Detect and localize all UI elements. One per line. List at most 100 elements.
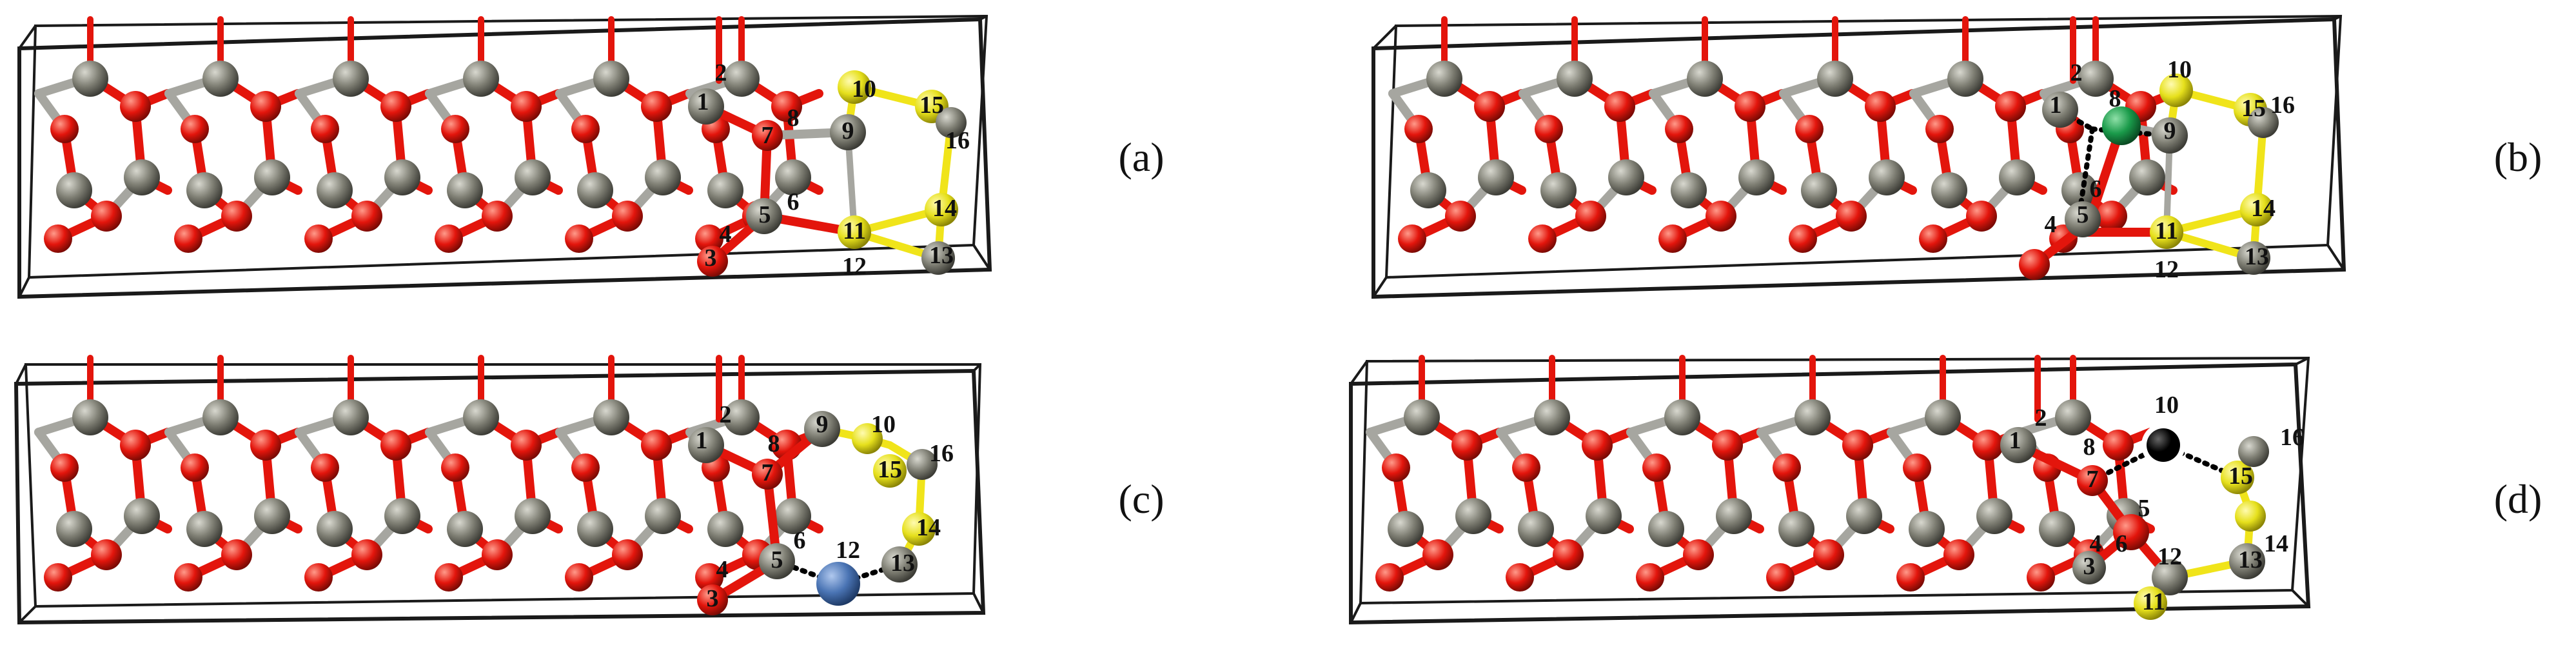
carbon-atom [921, 241, 955, 275]
unit-cell-edge [972, 593, 985, 613]
oxygen-atom [380, 430, 411, 461]
oxygen-atom [2027, 563, 2055, 592]
unit-cell-edge [1372, 276, 1388, 298]
unit-cell-edge [18, 605, 37, 624]
oxygen-atom [351, 201, 382, 232]
oxygen-atom [1766, 563, 1794, 592]
atom-label-4: 4 [720, 221, 732, 248]
oxygen-atom [1842, 430, 1873, 461]
atom-label-15: 15 [2241, 95, 2266, 122]
oxygen-atom [641, 91, 672, 122]
oxygen-atom [1896, 563, 1925, 592]
oxygen-atom [1445, 201, 1476, 232]
atom-label-12: 12 [842, 253, 867, 280]
carbon-atom [124, 159, 160, 195]
oxygen-atom [441, 453, 469, 482]
oxygen-atom [1966, 201, 1997, 232]
oxygen-atom [1795, 115, 1824, 143]
carbon-atom [1909, 511, 1945, 547]
oxygen-atom [1512, 453, 1540, 482]
oxygen-atom [1706, 201, 1736, 232]
atom-label-3: 3 [705, 244, 717, 272]
oxygen-atom [1943, 539, 1974, 570]
atom-label-5: 5 [771, 546, 783, 573]
atom-label-11: 11 [843, 217, 866, 244]
oxygen-atom [50, 115, 79, 143]
sulfur-atom [852, 423, 883, 454]
sulfur-atom [902, 512, 936, 546]
oxygen-atom [1528, 224, 1557, 253]
atom-label-14: 14 [2251, 195, 2276, 222]
unit-cell-edge [1350, 360, 1368, 385]
oxygen-atom [511, 91, 542, 122]
atom-label-2: 2 [715, 59, 727, 86]
carbon-atom [688, 427, 724, 463]
atom-label-12: 12 [2154, 256, 2179, 283]
unit-cell-edge [18, 277, 30, 297]
carbon-atom [936, 107, 967, 138]
carbon-atom [254, 498, 290, 534]
carbon-atom [1817, 61, 1853, 97]
oxygen-atom [1422, 539, 1453, 570]
atom-label-6: 6 [794, 527, 806, 554]
sulfur-atom [838, 215, 871, 249]
unit-cell-edge [18, 25, 37, 50]
oxygen-atom [174, 563, 202, 592]
atom-label-9: 9 [2164, 117, 2176, 144]
oxygen-atom [1665, 115, 1693, 143]
atom-label-8: 8 [2083, 433, 2096, 461]
carbon-atom [384, 498, 420, 534]
carbon-atom [333, 61, 369, 97]
carbon-atom [186, 172, 222, 208]
oxygen-atom [1575, 201, 1606, 232]
atom-label-3: 3 [707, 585, 719, 612]
oxygen-atom [304, 224, 333, 253]
atom-label-2: 2 [2070, 59, 2083, 86]
carbon-atom [1846, 498, 1882, 534]
unit-cell-edge [2326, 244, 2345, 271]
atom-label-15: 15 [919, 92, 944, 119]
oxygen-atom [565, 563, 593, 592]
dotted-bond [2077, 126, 2095, 215]
carbon-atom [1687, 61, 1723, 97]
oxygen-atom [221, 201, 252, 232]
carbon-atom [1388, 511, 1424, 547]
carbon-atom [1478, 159, 1514, 195]
oxygen-atom [1636, 563, 1664, 592]
oxygen-atom [250, 91, 281, 122]
carbon-atom [1540, 172, 1577, 208]
atom-label-12: 12 [836, 537, 860, 564]
carbon-atom [2055, 399, 2091, 435]
atom-label-8: 8 [768, 430, 780, 457]
unit-cell-edge [1350, 602, 1362, 623]
carbon-atom [447, 172, 483, 208]
adsorbate-atom [816, 562, 860, 606]
oxygen-atom [1683, 539, 1714, 570]
carbon-atom [2065, 201, 2101, 237]
carbon-atom [317, 511, 353, 547]
oxygen-atom [174, 224, 202, 253]
oxygen-atom [1658, 224, 1687, 253]
atom-label-6: 6 [2116, 530, 2128, 557]
carbon-atom [2238, 436, 2269, 467]
oxygen-atom [441, 115, 469, 143]
carbon-atom [463, 61, 499, 97]
unit-cell-edge [1372, 25, 1397, 50]
oxygen-atom [2103, 430, 2134, 461]
oxygen-atom [1712, 430, 1743, 461]
unit-cell-edge [2334, 15, 2341, 21]
carbon-atom [124, 498, 160, 534]
sulfur-atom [2150, 215, 2183, 249]
oxygen-atom [1642, 453, 1671, 482]
atom-label-2: 2 [2035, 404, 2047, 432]
carbon-atom [1557, 61, 1593, 97]
atom-label-13: 13 [2238, 546, 2263, 573]
atom-label-6: 6 [2090, 175, 2102, 203]
carbon-atom [1608, 159, 1644, 195]
carbon-atom [723, 399, 760, 435]
